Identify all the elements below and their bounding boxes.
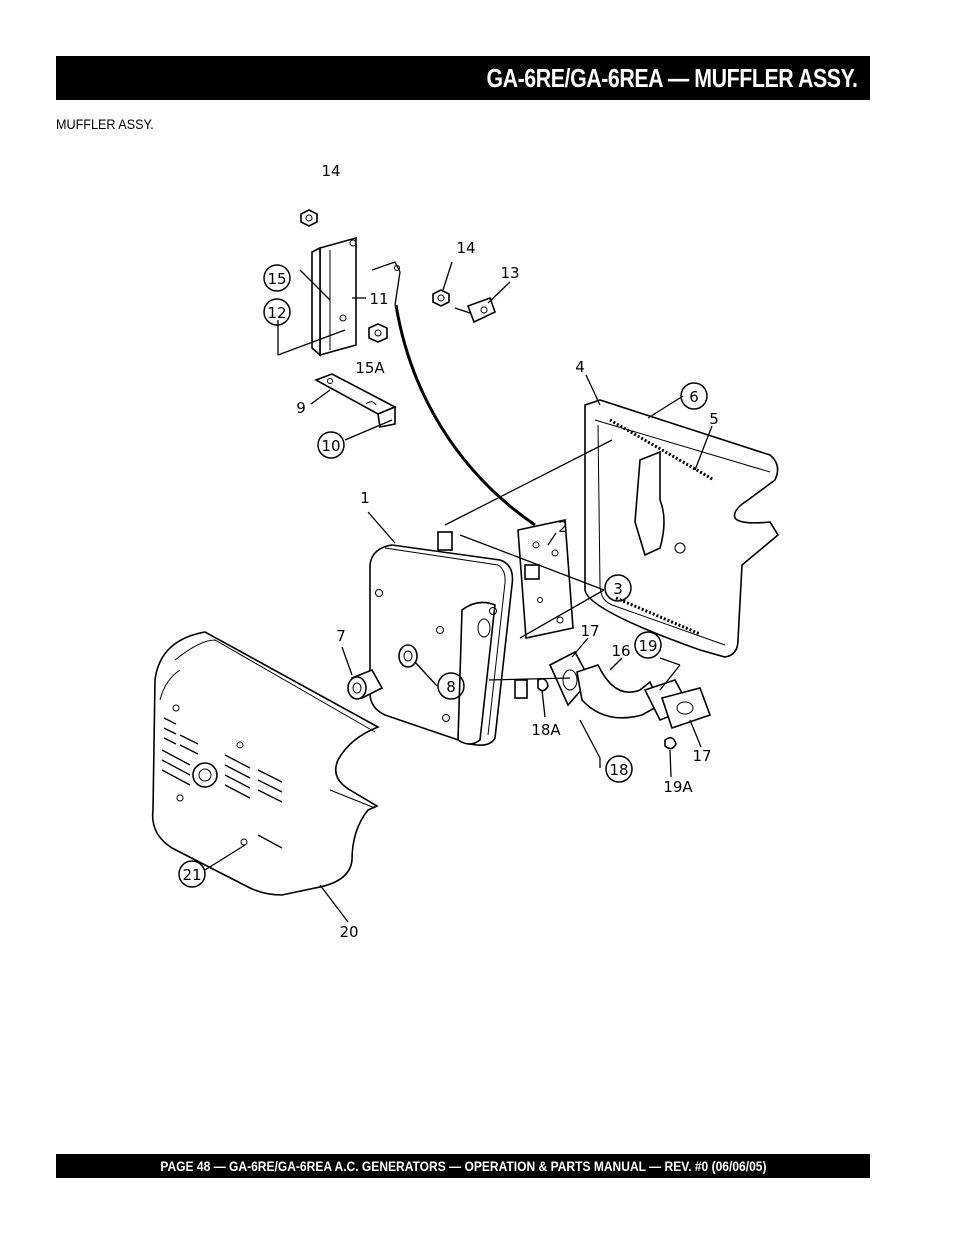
callout-circles [178, 264, 708, 888]
exhaust-pipe-assembly [537, 650, 712, 750]
callout-labels: 14 15 12 11 15A 14 13 9 10 4 6 5 1 2 3 7… [182, 162, 718, 941]
callout-14a: 14 [321, 162, 340, 180]
callout-10: 10 [321, 437, 340, 455]
callout-16: 16 [611, 642, 630, 660]
heat-shield [584, 399, 780, 658]
callout-19a: 19A [663, 778, 693, 796]
outer-cover [151, 631, 380, 896]
callout-8: 8 [446, 678, 456, 696]
callout-3: 3 [613, 580, 623, 598]
tail-cap [347, 668, 384, 700]
callout-18: 18 [609, 761, 628, 779]
muffler-body [369, 531, 528, 746]
callout-11: 11 [369, 290, 388, 308]
callout-18a: 18A [531, 721, 561, 739]
page-title-bar: GA-6RE/GA-6REA — MUFFLER ASSY. [56, 56, 870, 100]
callout-12: 12 [267, 304, 286, 322]
page-footer: PAGE 48 — GA-6RE/GA-6REA A.C. GENERATORS… [56, 1154, 870, 1178]
callout-7: 7 [336, 627, 346, 645]
bracket-assembly [300, 209, 401, 357]
callout-17b: 17 [692, 747, 711, 765]
callout-15a: 15A [355, 359, 385, 377]
callout-2: 2 [558, 518, 568, 536]
callout-20: 20 [339, 923, 358, 941]
callout-17a: 17 [580, 622, 599, 640]
cover-vent-slots [161, 717, 283, 849]
callout-19: 19 [638, 637, 657, 655]
page-title: GA-6RE/GA-6REA — MUFFLER ASSY. [486, 62, 859, 93]
mounting-plate [517, 519, 574, 639]
callout-6: 6 [689, 388, 699, 406]
callout-9: 9 [296, 399, 306, 417]
callout-15: 15 [267, 270, 286, 288]
callout-4: 4 [575, 358, 585, 376]
nut-bolt-13-14 [432, 289, 496, 324]
callout-1: 1 [360, 489, 370, 507]
leader-lines [204, 261, 713, 923]
callout-14b: 14 [456, 239, 475, 257]
plate-9-clip-10 [314, 373, 397, 428]
footer-text: PAGE 48 — GA-6RE/GA-6REA A.C. GENERATORS… [159, 1158, 767, 1174]
callout-5: 5 [709, 410, 719, 428]
callout-13: 13 [500, 264, 519, 282]
section-subtitle: MUFFLER ASSY. [56, 116, 154, 132]
callout-21: 21 [182, 866, 201, 884]
